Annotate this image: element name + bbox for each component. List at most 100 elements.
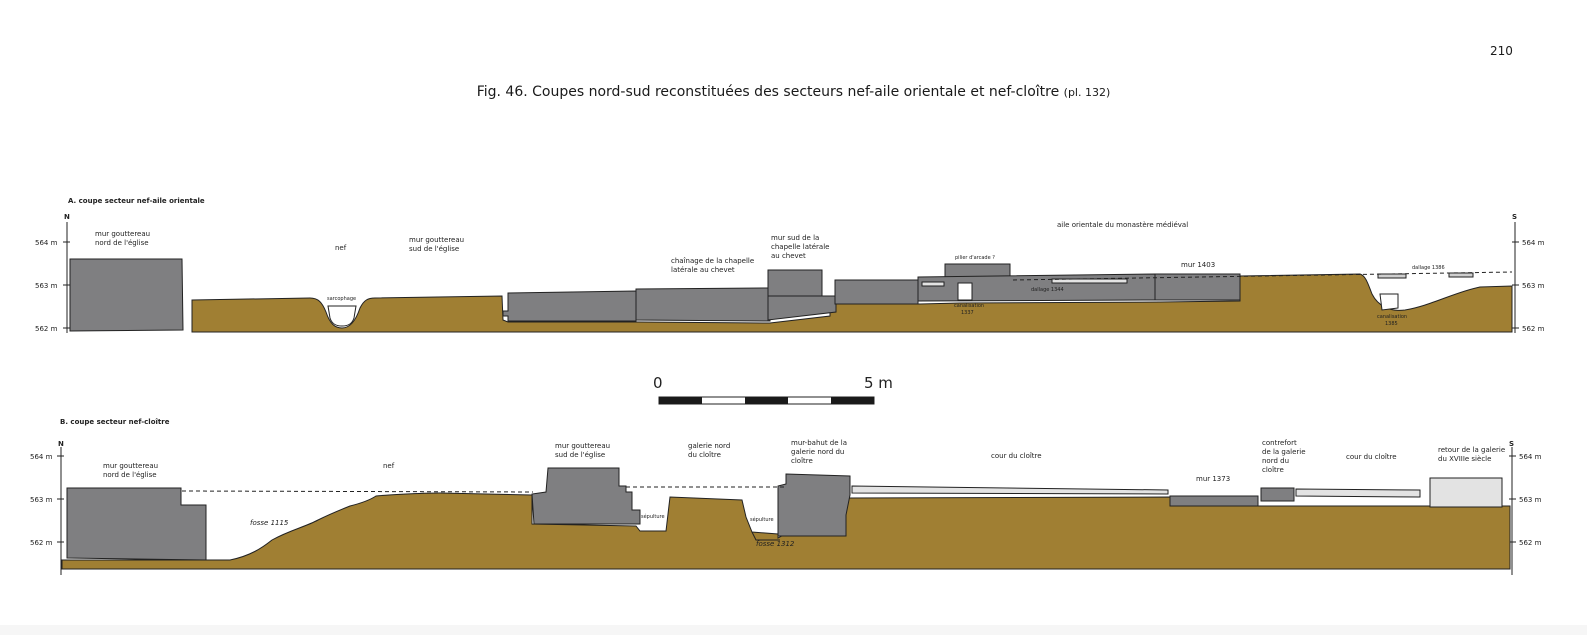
retour-galerie (1429, 477, 1503, 508)
label-b-retour-1: retour de la galerie (1438, 446, 1505, 454)
section-a-north-label: N (64, 213, 70, 221)
label-a-sarcophage: sarcophage (327, 296, 356, 302)
section-b-left-axis (57, 447, 64, 575)
label-a-mur-sud-1: mur gouttereau (409, 236, 464, 244)
section-a-elev-564-left: 564 m (35, 239, 58, 247)
canalisation-1337 (957, 282, 973, 301)
label-a-canal1385-2: 1385 (1385, 321, 1398, 327)
label-a-dallage1344: dallage 1344 (1031, 287, 1064, 293)
label-b-contrefort-4: cloître (1262, 466, 1284, 474)
scale-bar: 0 5 m (653, 374, 893, 405)
label-a-canal1385-1: canalisation (1377, 314, 1407, 320)
label-b-contrefort-3: nord du (1262, 457, 1289, 465)
scale-bar-start: 0 (653, 374, 663, 392)
label-b-contrefort-2: de la galerie (1262, 448, 1306, 456)
section-b-dashed-level-1 (181, 490, 534, 493)
dallage-cour-2 (1295, 488, 1421, 498)
label-a-canal1337-1: canalisation (954, 303, 984, 309)
figure-title: Fig. 46. Coupes nord-sud reconstituées d… (0, 84, 1587, 100)
label-a-dallage1386: dallage 1386 (1412, 265, 1445, 271)
label-b-mur-nord-2: nord de l'église (103, 471, 157, 479)
section-a-south-label: S (1512, 213, 1517, 221)
label-b-cour-1: cour du cloître (991, 452, 1042, 460)
label-a-mur-chap-3: au chevet (771, 252, 806, 260)
section-a-dashed-level (1012, 271, 1513, 281)
section-a: A. coupe secteur nef-aile orientale N 56… (35, 197, 1545, 333)
section-b-title: B. coupe secteur nef-cloître (60, 418, 170, 426)
chainage-wall-2 (635, 287, 771, 322)
section-a-elev-564-right: 564 m (1522, 239, 1545, 247)
label-a-mur-nord-2: nord de l'église (95, 239, 149, 247)
section-b-south-label: S (1509, 440, 1514, 448)
scale-bar-end: 5 m (864, 374, 893, 392)
label-b-sepulture-1: sépulture (641, 513, 665, 520)
section-a-dallages (921, 272, 1474, 287)
label-a-canal1337-2: 1337 (961, 310, 974, 316)
section-a-right-axis (1512, 222, 1519, 333)
label-b-galerie-1: galerie nord (688, 442, 730, 450)
section-b-walls (66, 467, 1295, 561)
mur-sud-chapelle-top (767, 269, 823, 297)
label-b-mur-sud-1: mur gouttereau (555, 442, 610, 450)
section-b: B. coupe secteur nef-cloître N 564 m 563… (30, 418, 1542, 575)
sarcophagus (327, 305, 357, 327)
label-a-pilier: pilier d'arcade ? (955, 255, 995, 261)
mur-sud-chapelle-low (767, 295, 837, 321)
section-b-elev-563-right: 563 m (1519, 496, 1542, 504)
label-b-mur-nord-1: mur gouttereau (103, 462, 158, 470)
section-a-title: A. coupe secteur nef-aile orientale (68, 197, 205, 205)
section-b-elev-564-left: 564 m (30, 453, 53, 461)
mur-sud-eglise-b (531, 467, 641, 525)
label-a-chainage-1: chaînage de la chapelle (671, 257, 754, 265)
section-b-elev-563-left: 563 m (30, 496, 53, 504)
mur-1373 (1169, 495, 1259, 507)
label-b-bahut-2: galerie nord du (791, 448, 844, 456)
section-a-elev-562-left: 562 m (35, 325, 58, 333)
page-bottom-strip (0, 625, 1587, 635)
label-a-mur-nord-1: mur gouttereau (95, 230, 150, 238)
label-b-nef: nef (383, 462, 395, 470)
label-b-contrefort-1: contrefort (1262, 439, 1297, 447)
mur-1403 (1154, 273, 1241, 301)
label-a-aile: aile orientale du monastère médiéval (1057, 221, 1188, 229)
figure-title-text: Fig. 46. Coupes nord-sud reconstituées d… (476, 84, 1060, 100)
mur-nord-eglise-a (69, 258, 184, 332)
figure-reference: (pl. 132) (1063, 86, 1111, 99)
section-a-left-axis (63, 222, 70, 333)
mur-bahut-b (777, 473, 851, 537)
contrefort-b (1260, 487, 1295, 502)
section-b-elev-564-right: 564 m (1519, 453, 1542, 461)
label-b-bahut-3: cloître (791, 457, 813, 465)
section-b-elev-562-left: 562 m (30, 539, 53, 547)
label-b-retour-2: du XVIIIe siècle (1438, 455, 1491, 463)
section-a-elev-562-right: 562 m (1522, 325, 1545, 333)
label-b-bahut-1: mur-bahut de la (791, 439, 847, 447)
pilier-arcade (944, 263, 1011, 278)
label-a-mur1403: mur 1403 (1181, 261, 1215, 269)
section-b-north-label: N (58, 440, 64, 448)
label-b-mur1373: mur 1373 (1196, 475, 1230, 483)
chainage-wall-1 (502, 290, 637, 322)
section-a-elev-563-right: 563 m (1522, 282, 1545, 290)
mur-nord-eglise-b (66, 487, 207, 561)
fosse-1312 (751, 531, 780, 541)
label-a-mur-chap-2: chapelle latérale (771, 243, 829, 251)
label-b-mur-sud-2: sud de l'église (555, 451, 605, 459)
section-a-elev-563-left: 563 m (35, 282, 58, 290)
label-b-galerie-2: du cloître (688, 451, 721, 459)
label-a-mur-chap-1: mur sud de la (771, 234, 819, 242)
label-a-mur-sud-2: sud de l'église (409, 245, 459, 253)
label-b-sepulture-2: sépulture (750, 516, 774, 523)
section-a-soil (191, 273, 1513, 333)
block-835 (834, 279, 919, 305)
label-b-cour-2: cour du cloître (1346, 453, 1397, 461)
section-b-elev-562-right: 562 m (1519, 539, 1542, 547)
label-a-nef: nef (335, 244, 347, 252)
page-number: 210 (1490, 44, 1513, 58)
label-a-chainage-2: latérale au chevet (671, 266, 735, 274)
section-b-light (851, 477, 1503, 508)
canalisation-1385 (1379, 293, 1399, 311)
label-b-fosse1312: fosse 1312 (756, 540, 795, 548)
section-b-soil (61, 492, 1511, 570)
